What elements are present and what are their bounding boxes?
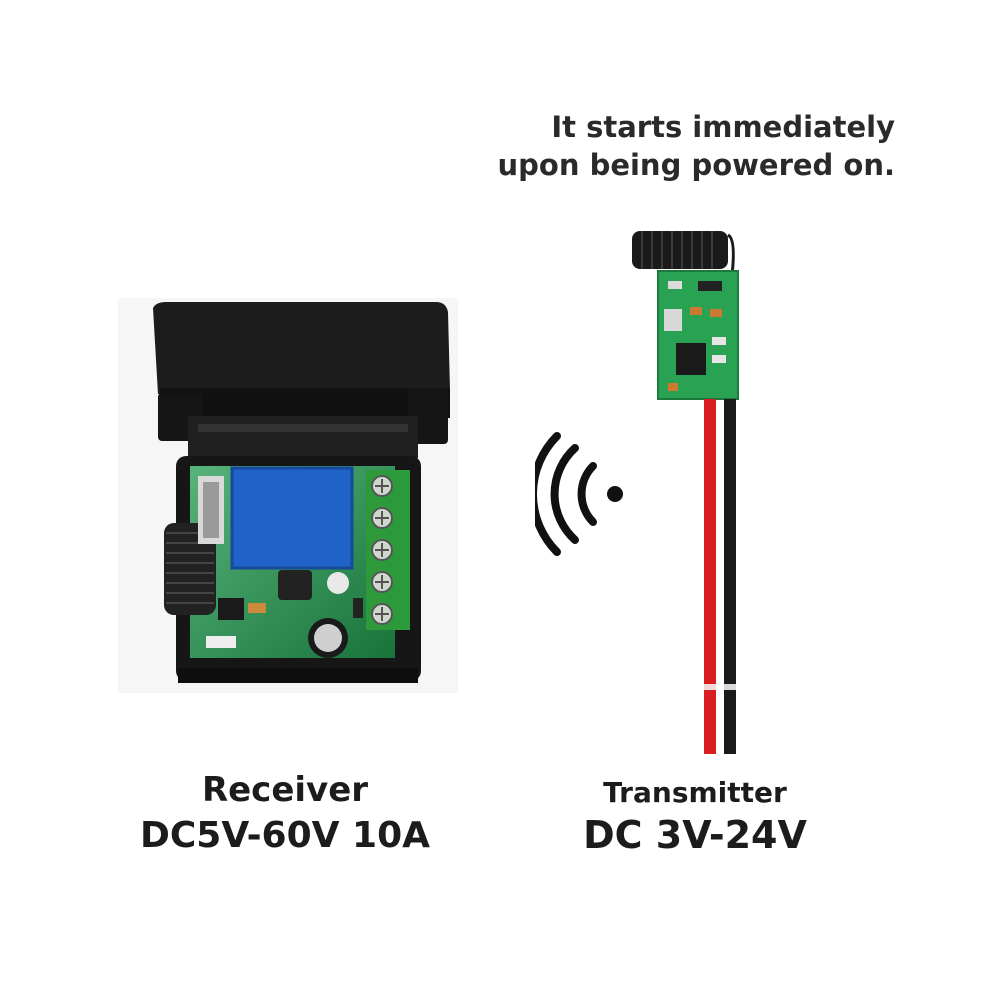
- transmitter-image: [632, 231, 739, 754]
- wireless-signal-icon: [535, 432, 623, 556]
- transmitter-name: Transmitter: [603, 776, 787, 809]
- receiver-label: Receiver DC5V-60V 10A: [120, 768, 450, 860]
- transmitter-label: Transmitter DC 3V-24V: [555, 775, 835, 859]
- transmitter-spec: DC 3V-24V: [583, 813, 807, 857]
- headline: It starts immediately upon being powered…: [470, 108, 896, 184]
- receiver-image: [118, 298, 458, 693]
- receiver-name: Receiver: [201, 770, 369, 810]
- headline-line-2: upon being powered on.: [497, 148, 896, 182]
- receiver-spec: DC5V-60V 10A: [140, 815, 430, 856]
- headline-line-1: It starts immediately: [551, 110, 895, 144]
